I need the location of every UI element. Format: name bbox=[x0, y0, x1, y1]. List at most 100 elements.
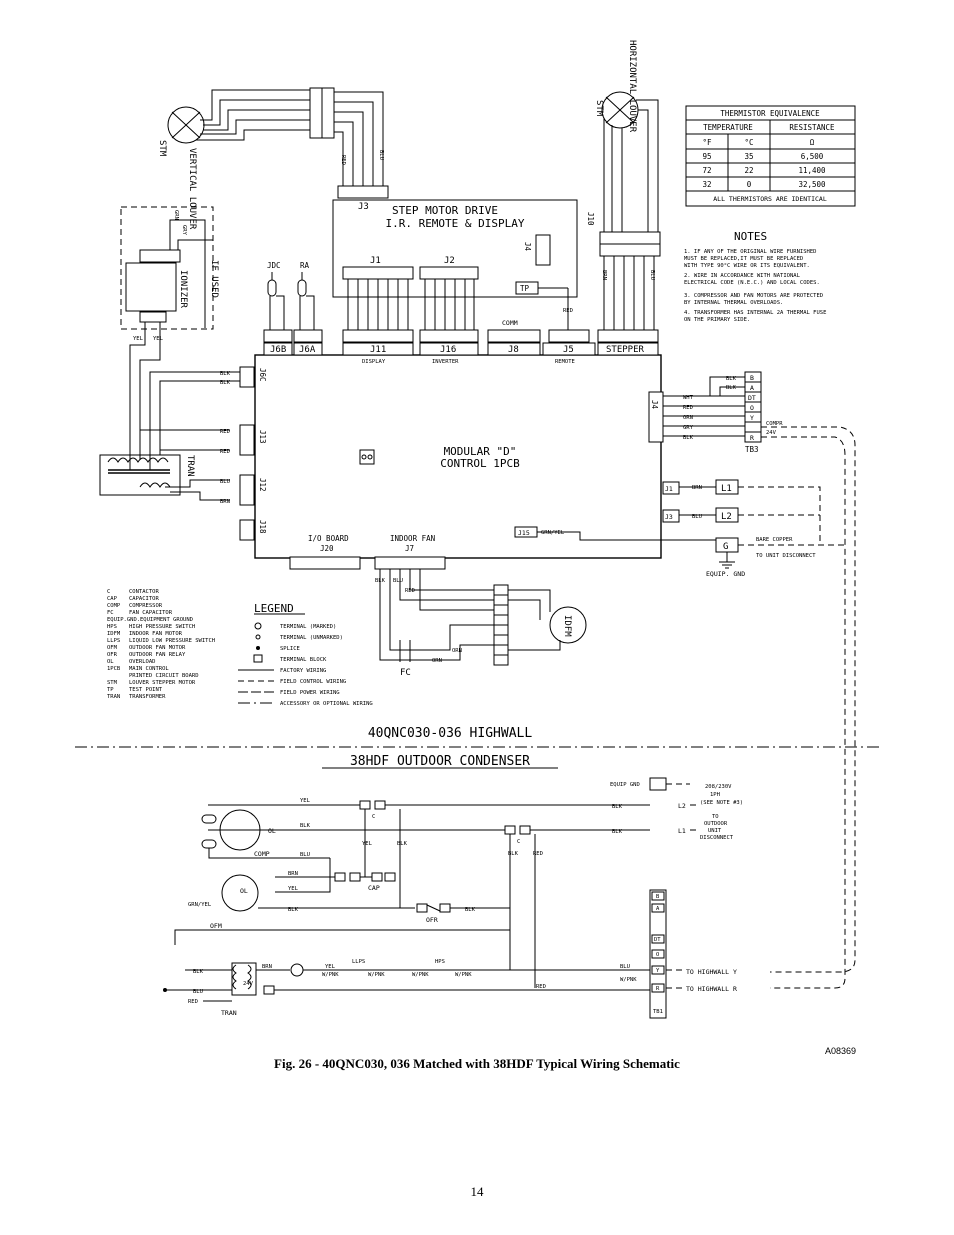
hps-label: HPS bbox=[435, 959, 445, 965]
disconnect-label: TO bbox=[712, 814, 719, 820]
tb3-terminal: A bbox=[750, 384, 754, 392]
thermistor-cell: 32 bbox=[702, 180, 711, 189]
io-board-label: I/O BOARD bbox=[308, 534, 349, 543]
note-line: 2. WIRE IN ACCORDANCE WITH NATIONAL bbox=[684, 273, 801, 279]
tb1-terminal: DT bbox=[654, 937, 661, 943]
tb3-wire: BLK bbox=[683, 435, 694, 441]
wire-grn-label: GRN bbox=[173, 210, 179, 220]
compr-label: COMPR bbox=[766, 421, 783, 427]
connector-j6b: J6B bbox=[270, 345, 286, 355]
connector-j3-right: J3 bbox=[665, 513, 673, 521]
connector-j3: J3 bbox=[358, 202, 369, 212]
legend-def: INDOOR FAN MOTOR bbox=[129, 631, 183, 637]
thermistor-cell: 22 bbox=[744, 166, 753, 175]
ofr-label: OFR bbox=[426, 916, 438, 924]
outdoor-24v-label: 24V bbox=[243, 981, 254, 987]
legend-abbr: COMP bbox=[107, 603, 121, 609]
wire-blu-label: BLU bbox=[220, 479, 230, 485]
wire-blk-label: BLK bbox=[612, 804, 623, 810]
legend-abbr: 1PCB bbox=[107, 666, 121, 672]
ionizer-label: IONIZER bbox=[178, 270, 188, 309]
connector-j18: J18 bbox=[258, 520, 267, 534]
thermistors: JDC RA bbox=[267, 261, 315, 330]
ionizer: IONIZER IF USED GRN GRY YEL YEL bbox=[120, 206, 219, 471]
wire-red-label: RED bbox=[340, 155, 346, 165]
legend-abbr: C bbox=[107, 589, 110, 595]
main-control-board: J6B J6A J11 J16 J8 J5 STEPPER DISPLAY IN… bbox=[149, 319, 725, 570]
equip-gnd-label: EQUIP. GND bbox=[706, 570, 745, 578]
supply-label: 208/230V bbox=[705, 784, 732, 790]
legend-abbr: FC bbox=[107, 610, 114, 616]
connector-j4-right: J4 bbox=[650, 400, 659, 410]
indoor-fan-label: INDOOR FAN bbox=[390, 534, 435, 543]
comp-label: COMP bbox=[254, 850, 270, 858]
connector-j2: J2 bbox=[444, 256, 455, 266]
wire-blk-label: BLK bbox=[220, 371, 231, 377]
wpnk-label: W/PNK bbox=[412, 972, 429, 978]
disconnect-label: UNIT bbox=[708, 828, 722, 834]
connector-j8: J8 bbox=[508, 345, 519, 355]
legend-def: LIQUID LOW PRESSURE SWITCH bbox=[129, 638, 215, 644]
legend-def: CONTACTOR bbox=[129, 589, 159, 595]
idfm-label: IDFM bbox=[562, 615, 572, 637]
thermistor-cell: 95 bbox=[702, 152, 711, 161]
wpnk-label: W/PNK bbox=[455, 972, 472, 978]
disconnect-label: DISCONNECT bbox=[700, 835, 734, 841]
fc-label: FC bbox=[400, 668, 411, 678]
wire-blk-label: BLK bbox=[288, 907, 299, 913]
legend-abbr: CAP bbox=[107, 596, 118, 602]
wire-blk-label: BLK bbox=[220, 380, 231, 386]
tb3-terminal: DT bbox=[748, 394, 756, 402]
thermistor-subheader-c: °C bbox=[744, 138, 753, 147]
connector-j16: J16 bbox=[440, 345, 456, 355]
horizontal-louver-stepper-motor: STM HORIZONTAL LOUVER J10 BRN BLU bbox=[586, 40, 661, 330]
l1-label: L1 bbox=[721, 484, 732, 494]
legend-symbol: SPLICE bbox=[280, 646, 300, 652]
legend-symbol: FIELD CONTROL WIRING bbox=[280, 679, 346, 685]
wire-yel-label: YEL bbox=[288, 886, 299, 892]
legend-def: LOUVER STEPPER MOTOR bbox=[129, 680, 196, 686]
legend-def: FAN CAPACITOR bbox=[129, 610, 173, 616]
outdoor-equip-gnd: EQUIP GND bbox=[610, 782, 640, 788]
legend-symbol: TERMINAL (MARKED) bbox=[280, 624, 336, 630]
legend-abbr: HPS bbox=[107, 624, 117, 630]
connector-j11: J11 bbox=[370, 345, 386, 355]
contactor-c: C bbox=[517, 839, 520, 845]
if-used-label: IF USED bbox=[209, 260, 219, 298]
remote-label: REMOTE bbox=[555, 359, 575, 365]
connector-j5: J5 bbox=[563, 345, 574, 355]
legend-abbr: EQUIP.GND. bbox=[107, 617, 140, 623]
wire-red-label: RED bbox=[220, 449, 230, 455]
legend-def: COMPRESSOR bbox=[129, 603, 163, 609]
outdoor-l2: L2 bbox=[678, 802, 686, 810]
connector-j1: J1 bbox=[370, 256, 381, 266]
stm-label: STM bbox=[594, 100, 604, 117]
wire-brn-label: BRN bbox=[692, 485, 702, 491]
wire-blu-label: BLU bbox=[620, 964, 630, 970]
wire-grn-yel-label: GRN/YEL bbox=[188, 902, 212, 908]
display-label: DISPLAY bbox=[362, 359, 386, 365]
wire-blk-label: BLK bbox=[375, 578, 386, 584]
note-line: WITH TYPE 90°C WIRE OR ITS EQUIVALENT. bbox=[684, 263, 810, 269]
legend-abbr: OL bbox=[107, 659, 114, 665]
thermistor-cell: 0 bbox=[747, 180, 752, 189]
note-line: 1. IF ANY OF THE ORIGINAL WIRE FURNISHED bbox=[684, 249, 816, 255]
legend-abbr: TP bbox=[107, 687, 114, 693]
note-line: ON THE PRIMARY SIDE. bbox=[684, 317, 750, 323]
board-subtitle: CONTROL 1PCB bbox=[440, 457, 520, 470]
tb3-terminal: Y bbox=[750, 414, 754, 422]
ol-label: OL bbox=[268, 827, 276, 835]
wire-yel-label: YEL bbox=[153, 336, 164, 342]
wire-red-label: RED bbox=[536, 984, 546, 990]
legend-abbr: IDFM bbox=[107, 631, 121, 637]
ir-remote-display-title: I.R. REMOTE & DISPLAY bbox=[385, 217, 524, 230]
legend-abbr: OFM bbox=[107, 645, 118, 651]
wire-blk-label: BLK bbox=[465, 907, 476, 913]
connector-j1-right: J1 bbox=[665, 485, 673, 493]
tb1-terminal: B bbox=[656, 894, 660, 900]
step-motor-drive-title: STEP MOTOR DRIVE bbox=[392, 204, 498, 217]
tb1-terminal: O bbox=[656, 952, 659, 958]
section-divider: 40QNC030-036 HIGHWALL 38HDF OUTDOOR COND… bbox=[75, 726, 880, 769]
wire-yel-label: YEL bbox=[300, 798, 311, 804]
legend-def: HIGH PRESSURE SWITCH bbox=[129, 624, 195, 630]
